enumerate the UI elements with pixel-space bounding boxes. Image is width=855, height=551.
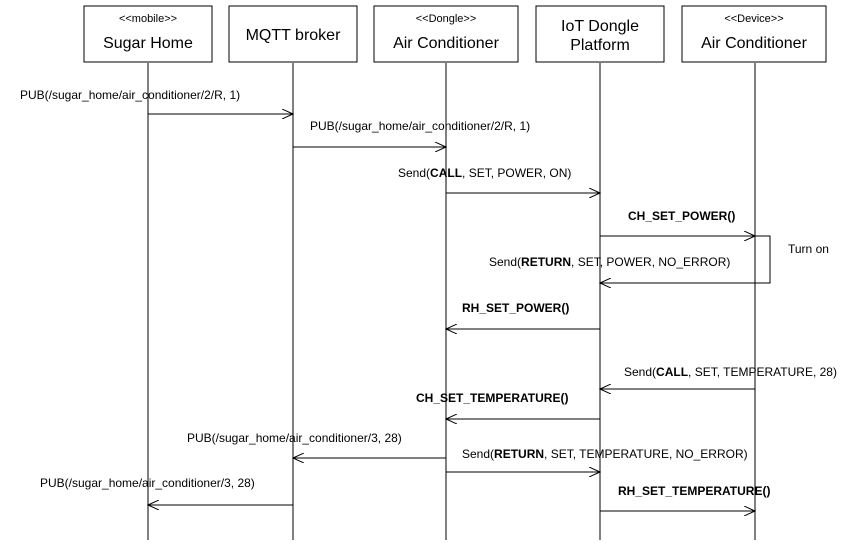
participant-iot-dongle-platform: IoT Dongle Platform: [535, 5, 665, 63]
message-label: RH_SET_TEMPERATURE(): [618, 484, 770, 498]
participant-name-line1: IoT Dongle: [561, 18, 639, 35]
message-label: CH_SET_TEMPERATURE(): [416, 391, 568, 405]
svg-text:Send(RETURN, SET, TEMPERATUR: Send(RETURN, SET, TEMPERATURE, NO_ERROR): [462, 447, 748, 461]
svg-text:PUB(/sugar_home/air_conditione: PUB(/sugar_home/air_conditioner/3, 28): [40, 476, 255, 490]
message-ch-set-temperature: CH_SET_TEMPERATURE(): [416, 391, 600, 419]
message-label-keyword: CALL: [656, 365, 688, 379]
svg-text:PUB(/sugar_home/air_conditione: PUB(/sugar_home/air_conditioner/2/R, 1): [20, 88, 240, 102]
message-send-return-temperature: Send(RETURN, SET, TEMPERATURE, NO_ERROR): [446, 447, 748, 472]
message-label-suffix: , SET, POWER, ON): [462, 166, 571, 180]
participant-name: Air Conditioner: [393, 35, 500, 52]
message-label: PUB(/sugar_home/air_conditioner/3, 28): [187, 431, 402, 445]
participant-name: Sugar Home: [103, 35, 193, 52]
message-rh-set-temperature: RH_SET_TEMPERATURE(): [600, 484, 770, 511]
message-label-prefix: Send(: [398, 166, 430, 180]
participant-name-line2: Platform: [570, 37, 630, 54]
message-label-suffix: , SET, POWER, NO_ERROR): [571, 255, 730, 269]
participant-stereotype: <<Dongle>>: [416, 13, 477, 25]
message-pub-power: PUB(/sugar_home/air_conditioner/2/R, 1): [20, 88, 293, 114]
message-label-suffix: , SET, TEMPERATURE, NO_ERROR): [544, 447, 748, 461]
message-send-call-temperature: Send(CALL, SET, TEMPERATURE, 28): [600, 365, 837, 389]
participant-dongle-air-conditioner: <<Dongle>> Air Conditioner: [373, 5, 519, 63]
message-label-keyword: RETURN: [521, 255, 571, 269]
message-label: CH_SET_POWER(): [628, 209, 735, 223]
message-label: PUB(/sugar_home/air_conditioner/2/R, 1): [20, 88, 240, 102]
message-ch-set-power: CH_SET_POWER(): [600, 209, 755, 236]
message-label: Turn on: [788, 242, 829, 256]
svg-text:CH_SET_TEMPERATURE(): CH_SET_TEMPERATURE(): [416, 391, 568, 405]
message-send-call-power: Send(CALL, SET, POWER, ON): [398, 166, 600, 193]
svg-text:Turn on: Turn on: [788, 242, 829, 256]
participant-stereotype: <<mobile>>: [119, 13, 177, 25]
svg-text:Send(CALL, SET, POWER, ON): Send(CALL, SET, POWER, ON): [398, 166, 571, 180]
svg-text:PUB(/sugar_home/air_conditione: PUB(/sugar_home/air_conditioner/2/R, 1): [310, 119, 530, 133]
message-pub-power-forward: PUB(/sugar_home/air_conditioner/2/R, 1): [293, 119, 530, 147]
participant-device-air-conditioner: <<Device>> Air Conditioner: [681, 5, 827, 63]
activation-self-call: [754, 235, 771, 284]
message-pub-temperature-forward: PUB(/sugar_home/air_conditioner/3, 28): [40, 476, 293, 505]
message-label: RH_SET_POWER(): [462, 301, 569, 315]
message-label-keyword: CALL: [430, 166, 462, 180]
svg-text:PUB(/sugar_home/air_conditione: PUB(/sugar_home/air_conditioner/3, 28): [187, 431, 402, 445]
participant-mqtt-broker: MQTT broker: [228, 5, 358, 63]
message-turn-on: Turn on: [754, 235, 829, 284]
participant-stereotype: <<Device>>: [724, 13, 783, 25]
message-pub-temperature: PUB(/sugar_home/air_conditioner/3, 28): [187, 431, 446, 458]
svg-text:Send(CALL, SET, TEMPERATURE,: Send(CALL, SET, TEMPERATURE, 28): [624, 365, 837, 379]
svg-text:RH_SET_TEMPERATURE(): RH_SET_TEMPERATURE(): [618, 484, 770, 498]
svg-text:Send(RETURN, SET, POWER, NO: Send(RETURN, SET, POWER, NO_ERROR): [489, 255, 730, 269]
message-label-keyword: RETURN: [494, 447, 544, 461]
message-send-return-power: Send(RETURN, SET, POWER, NO_ERROR): [489, 255, 755, 283]
message-rh-set-power: RH_SET_POWER(): [446, 301, 600, 329]
message-label: PUB(/sugar_home/air_conditioner/3, 28): [40, 476, 255, 490]
message-label-prefix: Send(: [489, 255, 521, 269]
message-label: PUB(/sugar_home/air_conditioner/2/R, 1): [310, 119, 530, 133]
participant-name: MQTT broker: [246, 27, 342, 44]
svg-text:RH_SET_POWER(): RH_SET_POWER(): [462, 301, 569, 315]
svg-text:CH_SET_POWER(): CH_SET_POWER(): [628, 209, 735, 223]
message-label-prefix: Send(: [624, 365, 656, 379]
message-label-prefix: Send(: [462, 447, 494, 461]
participant-sugar-home: <<mobile>> Sugar Home: [83, 5, 213, 63]
participant-name: Air Conditioner: [701, 35, 808, 52]
message-label-suffix: , SET, TEMPERATURE, 28): [688, 365, 837, 379]
